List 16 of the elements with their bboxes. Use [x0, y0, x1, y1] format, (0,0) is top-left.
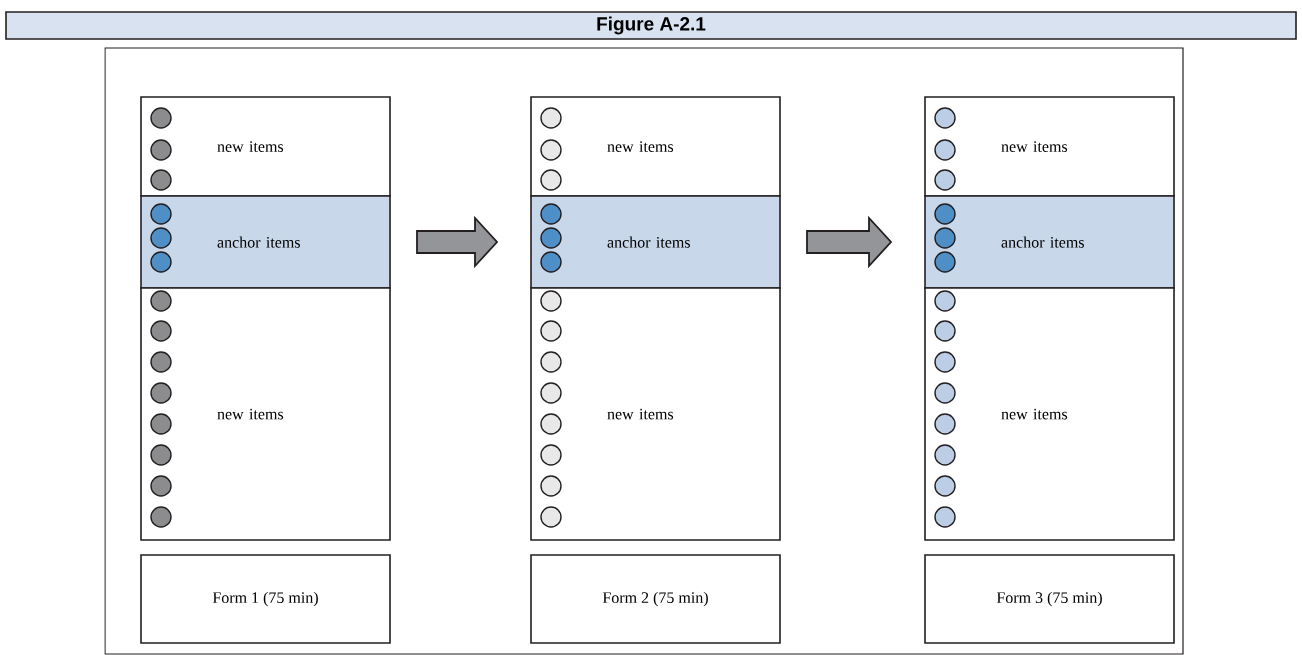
item-section-box: new items	[530, 287, 781, 541]
item-section-box: new items	[140, 287, 391, 541]
item-section-box: new items	[140, 96, 391, 197]
outer-frame	[104, 47, 1184, 655]
title-banner: Figure A-2.1	[5, 11, 1297, 40]
form-label-box: Form 2 (75 min)	[530, 554, 781, 644]
form-label-box: Form 3 (75 min)	[924, 554, 1175, 644]
anchor-band: anchor items	[530, 195, 781, 289]
item-section-box: new items	[924, 287, 1175, 541]
item-section-box: new items	[924, 96, 1175, 197]
anchor-band: anchor items	[924, 195, 1175, 289]
block-arrow	[806, 215, 893, 269]
form-label-box: Form 1 (75 min)	[140, 554, 391, 644]
item-section-box: new items	[530, 96, 781, 197]
anchor-band: anchor items	[140, 195, 391, 289]
block-arrow	[416, 215, 499, 269]
